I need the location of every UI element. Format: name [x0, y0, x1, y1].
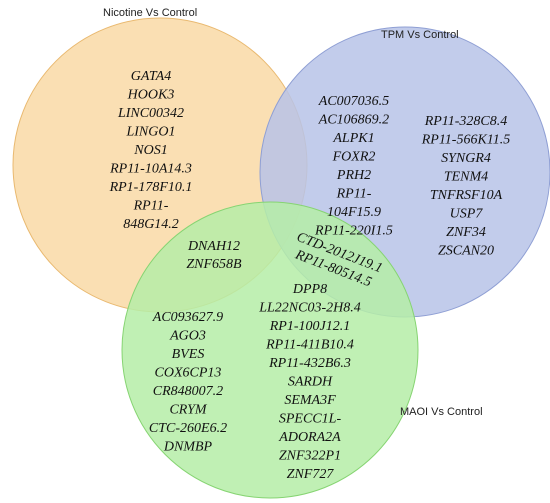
tpm-only-genes-col2: RP11-328C8.4RP11-566K11.5SYNGR4TENM4TNFR…: [421, 114, 511, 259]
gene-label: RP11-220I1.5: [314, 224, 393, 239]
maoi-set-label: MAOI Vs Control: [400, 406, 483, 418]
gene-label: FOXR2: [332, 150, 376, 165]
gene-label: RP11-: [133, 199, 169, 214]
gene-label: SPECC1L-: [279, 412, 342, 427]
gene-label: ZNF34: [446, 225, 486, 240]
gene-label: DNAH12: [187, 239, 240, 254]
gene-label: CR848007.2: [153, 384, 223, 399]
gene-label: ZNF727: [287, 467, 335, 482]
nicotine-only-genes: GATA4HOOK3LINC00342LINGO1NOS1RP11-10A14.…: [109, 69, 193, 232]
gene-label: TENM4: [444, 170, 488, 185]
gene-label: RP1-178F10.1: [109, 180, 193, 195]
gene-label: DPP8: [292, 282, 327, 297]
tpm-set-label: TPM Vs Control: [381, 29, 459, 41]
gene-label: RP11-566K11.5: [421, 133, 511, 148]
gene-label: ALPK1: [332, 131, 374, 146]
gene-label: ZNF322P1: [279, 449, 341, 464]
gene-label: ZNF658B: [186, 257, 242, 272]
gene-label: TNFRSF10A: [430, 188, 503, 203]
gene-label: LL22NC03-2H8.4: [258, 301, 361, 316]
maoi-only-genes-col2: DPP8LL22NC03-2H8.4RP1-100J12.1RP11-411B1…: [258, 282, 361, 482]
gene-label: AGO3: [169, 329, 206, 344]
gene-label: HOOK3: [127, 88, 175, 103]
gene-label: 848G14.2: [123, 217, 179, 232]
gene-label: DNMBP: [163, 440, 213, 455]
gene-label: LINC00342: [117, 106, 184, 121]
gene-label: ADORA2A: [278, 430, 341, 445]
gene-label: RP11-328C8.4: [424, 114, 508, 129]
gene-label: BVES: [172, 347, 205, 362]
gene-label: LINGO1: [125, 125, 175, 140]
gene-label: ZSCAN20: [438, 244, 494, 259]
gene-label: RP1-100J12.1: [269, 319, 350, 334]
gene-label: PRH2: [336, 168, 371, 183]
gene-label: AC007036.5: [318, 94, 389, 109]
gene-label: RP11-411B10.4: [265, 338, 354, 353]
gene-label: SYNGR4: [441, 151, 491, 166]
gene-label: CRYM: [169, 403, 207, 418]
maoi-circle: [121, 201, 419, 499]
gene-label: RP11-432B6.3: [268, 356, 351, 371]
gene-label: SARDH: [288, 375, 333, 390]
gene-label: USP7: [450, 207, 484, 222]
gene-label: RP11-: [336, 187, 372, 202]
gene-label: 104F15.9: [327, 205, 381, 220]
gene-label: NOS1: [133, 143, 167, 158]
gene-label: AC093627.9: [152, 310, 223, 325]
gene-label: GATA4: [131, 69, 171, 84]
gene-label: COX6CP13: [155, 366, 222, 381]
gene-label: AC106869.2: [318, 113, 389, 128]
nicotine-set-label: Nicotine Vs Control: [103, 7, 197, 19]
gene-label: SEMA3F: [284, 393, 336, 408]
gene-label: CTC-260E6.2: [149, 421, 227, 436]
gene-label: RP11-10A14.3: [109, 162, 192, 177]
